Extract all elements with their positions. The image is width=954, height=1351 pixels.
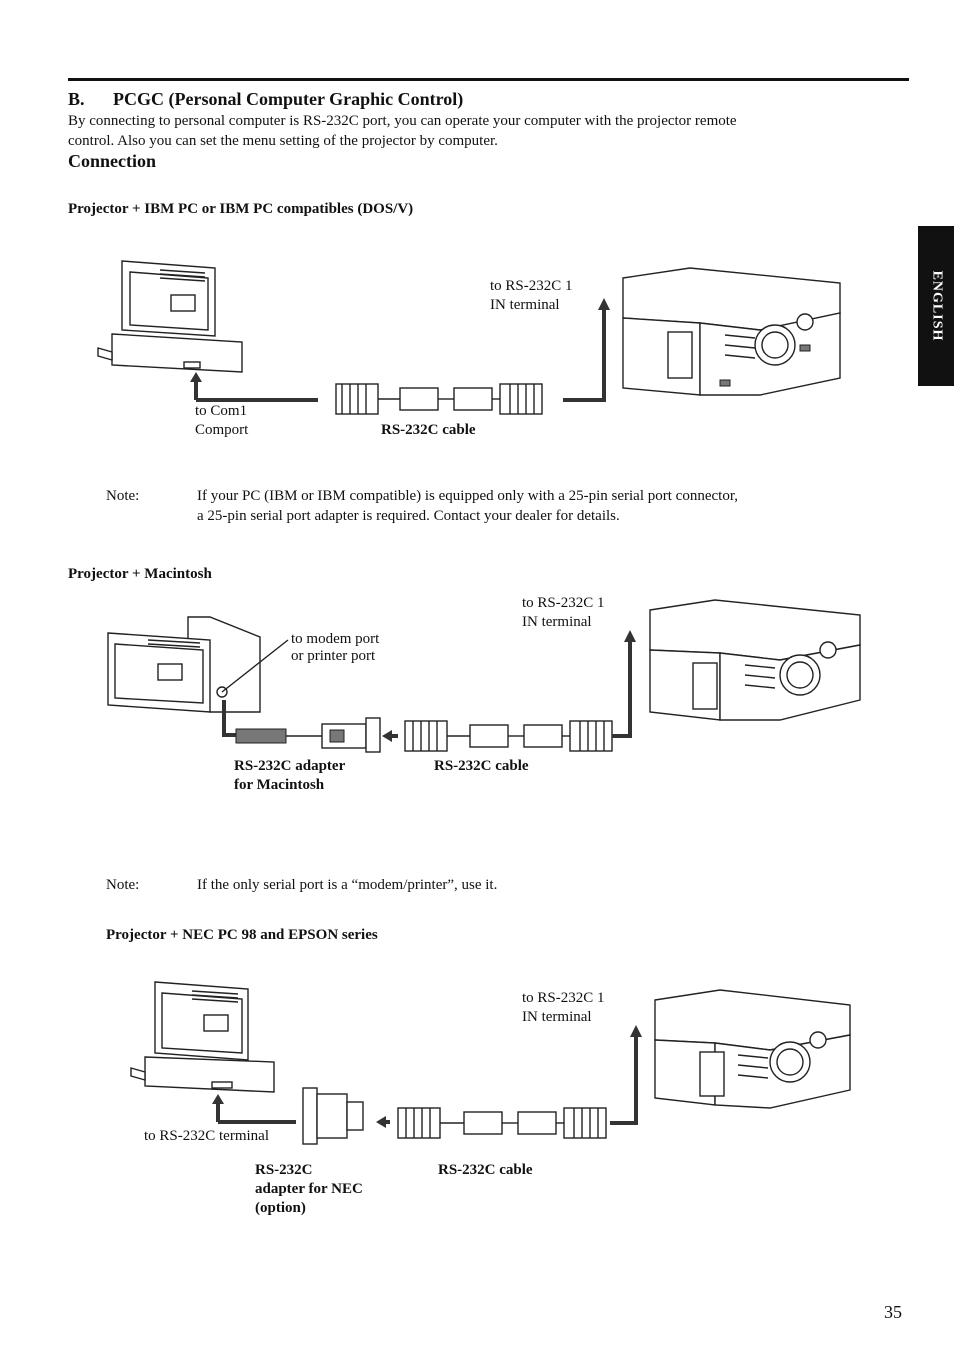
ibm-diagram-title: Projector + IBM PC or IBM PC compatibles… — [68, 201, 414, 217]
mac-cable-label: RS-232C cable — [434, 758, 529, 774]
connection-heading: Connection — [68, 151, 157, 171]
mac-note-prefix: Note: — [106, 877, 140, 893]
mac-adapter-label-2: for Macintosh — [234, 777, 325, 793]
ibm-pc-label-2: Comport — [195, 422, 249, 438]
nec-projector-label-2: IN terminal — [522, 1009, 592, 1025]
mac-note-line-1: If the only serial port is a “modem/prin… — [197, 877, 498, 893]
mac-port-label-2: or printer port — [291, 648, 376, 664]
intro-line-2: control. Also you can set the menu setti… — [68, 133, 498, 149]
nec-pc-icon — [130, 981, 275, 1093]
nec-adapter-icon — [302, 1087, 364, 1145]
ibm-rs232c-cable — [335, 383, 543, 415]
nec-diagram-title: Projector + NEC PC 98 and EPSON series — [106, 927, 378, 943]
nec-projector-label-1: to RS-232C 1 — [522, 990, 605, 1006]
nec-adapter-label-3: (option) — [255, 1200, 306, 1216]
mac-projector-icon — [649, 599, 861, 721]
mac-projector-label-2: IN terminal — [522, 614, 592, 630]
ibm-cable-label: RS-232C cable — [381, 422, 476, 438]
ibm-projector-label-2: IN terminal — [490, 297, 560, 313]
language-tab: ENGLISH — [918, 226, 954, 386]
mac-diagram-title: Projector + Macintosh — [68, 566, 212, 582]
nec-adapter-label-1: RS-232C — [255, 1162, 313, 1178]
top-rule — [68, 78, 909, 81]
nec-pc-label: to RS-232C terminal — [144, 1128, 269, 1144]
ibm-note-prefix: Note: — [106, 488, 140, 504]
mac-projector-label-1: to RS-232C 1 — [522, 595, 605, 611]
ibm-pc-icon — [97, 260, 243, 373]
mac-adapter-label-1: RS-232C adapter — [234, 758, 346, 774]
ibm-projector-icon — [622, 267, 841, 396]
nec-cable-label: RS-232C cable — [438, 1162, 533, 1178]
mac-adapter-icon — [235, 717, 381, 753]
section-heading: PCGC (Personal Computer Graphic Control) — [113, 89, 464, 109]
ibm-note-line-1: If your PC (IBM or IBM compatible) is eq… — [197, 488, 738, 504]
intro-line-1: By connecting to personal computer is RS… — [68, 113, 737, 129]
page-number: 35 — [884, 1302, 902, 1322]
mac-rs232c-cable — [404, 720, 613, 752]
ibm-projector-label-1: to RS-232C 1 — [490, 278, 573, 294]
mac-port-label-1: to modem port — [291, 631, 380, 647]
nec-projector-icon — [654, 989, 851, 1109]
mac-computer-icon — [107, 616, 289, 713]
ibm-pc-label-1: to Com1 — [195, 403, 248, 419]
section-letter: B. — [68, 89, 85, 109]
nec-rs232c-cable — [397, 1107, 607, 1139]
ibm-note-line-2: a 25-pin serial port adapter is required… — [197, 508, 620, 524]
nec-adapter-label-2: adapter for NEC — [255, 1181, 363, 1197]
